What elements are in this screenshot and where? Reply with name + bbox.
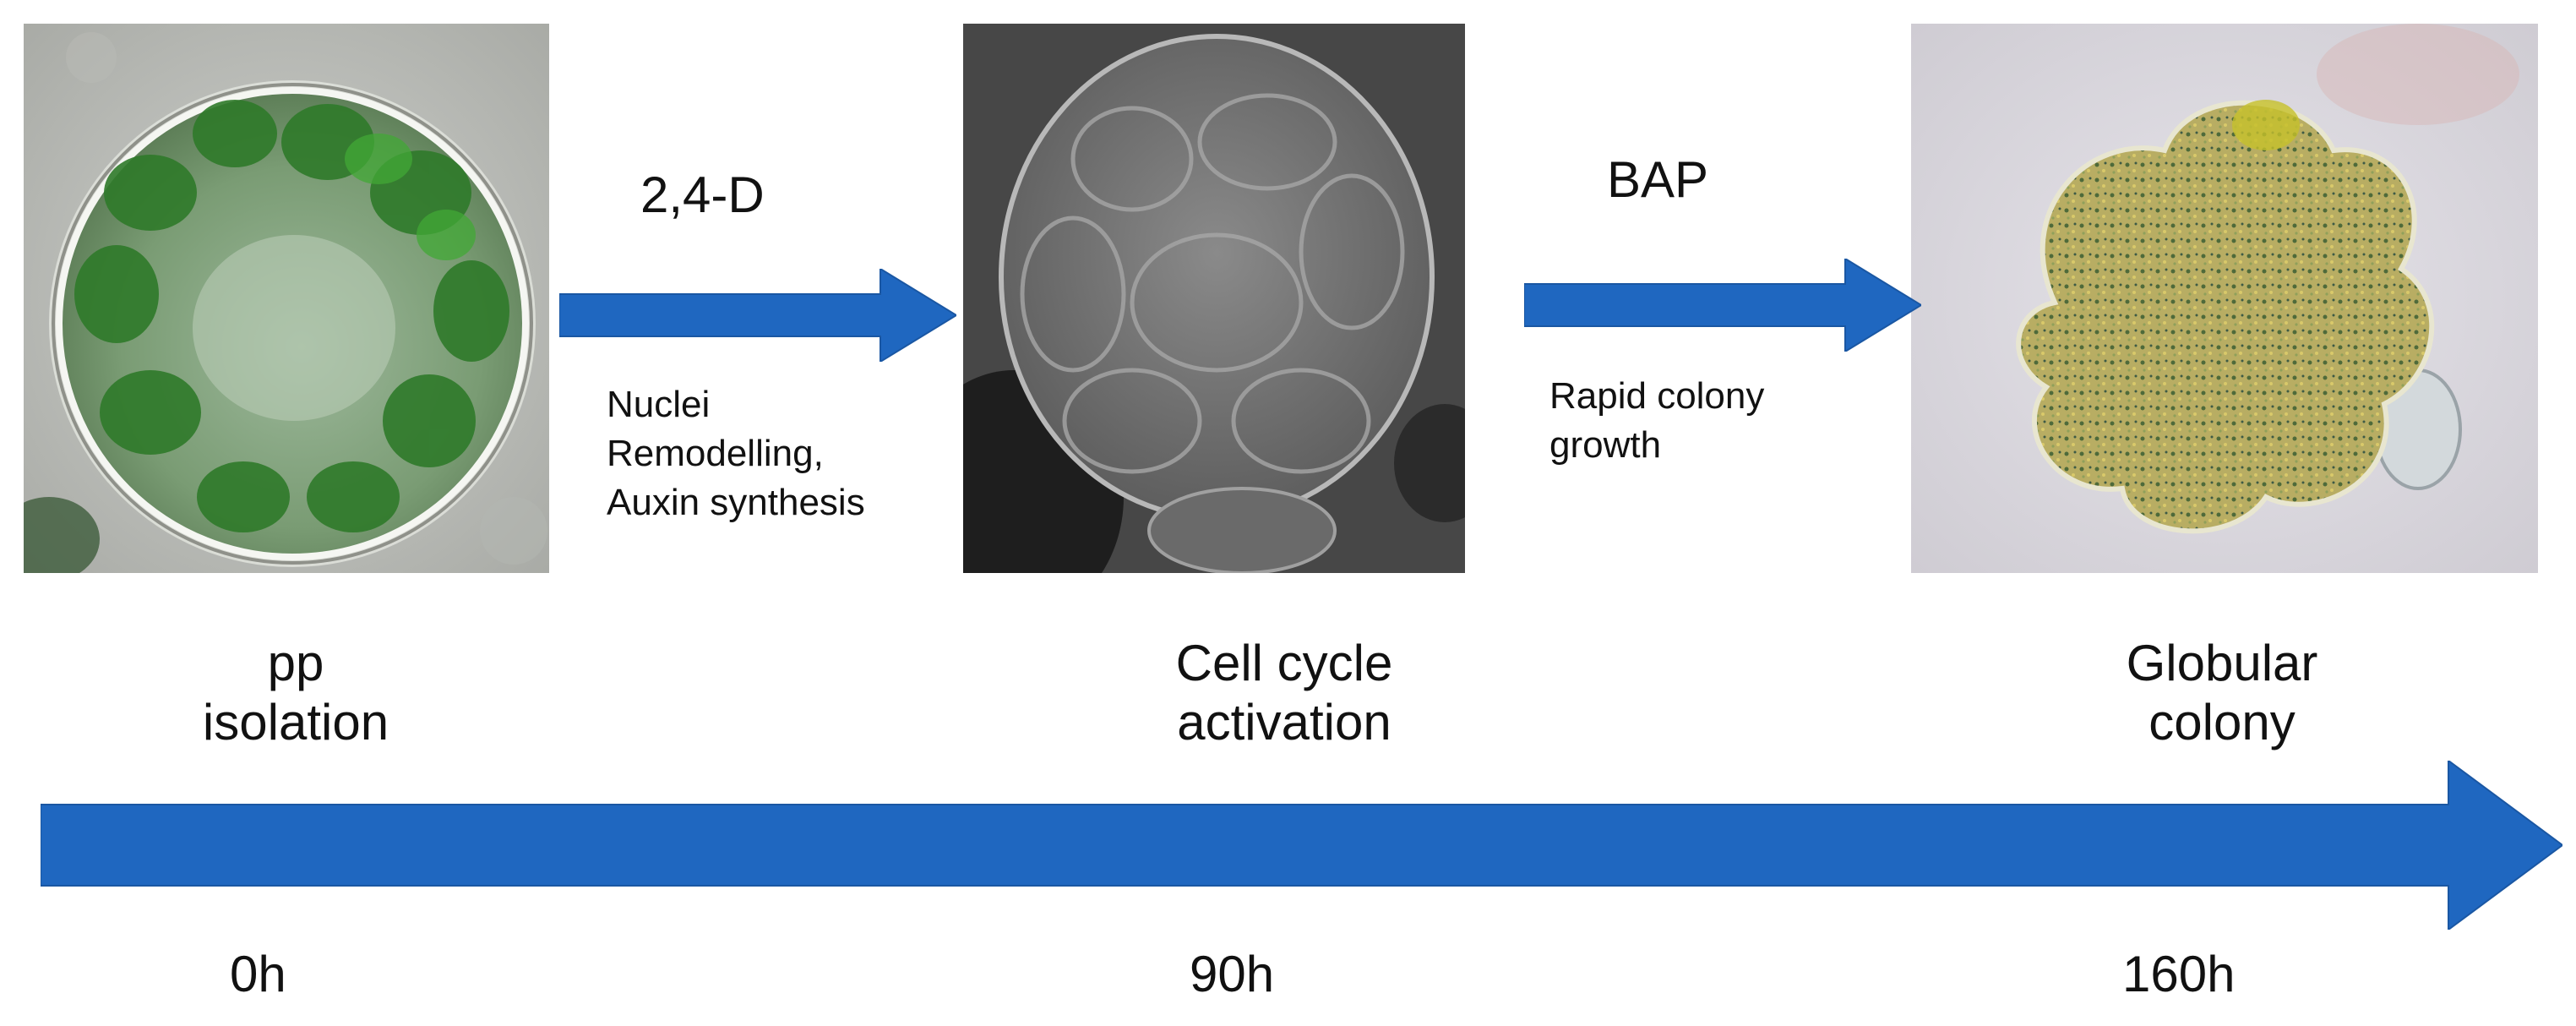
protoplast-micrograph-icon: [24, 24, 549, 573]
treatment-label-2: BAP: [1607, 151, 1709, 208]
dividing-cell-micrograph: [963, 24, 1465, 573]
stage-label-line: activation: [1177, 694, 1391, 750]
stage-label-pp-isolation: pp isolation: [152, 634, 439, 752]
stage-label-line: Cell cycle: [1175, 635, 1393, 691]
stage-label-globular-colony: Globular colony: [2070, 634, 2374, 752]
time-label-0h: 0h: [230, 946, 286, 1002]
time-label-90h: 90h: [1190, 946, 1275, 1002]
effect-line: growth: [1549, 424, 1662, 466]
treatment-label-1: 2,4-D: [640, 166, 765, 223]
transition-arrow-1: [559, 269, 956, 362]
time-label-160h: 160h: [2122, 946, 2236, 1002]
stage-label-line: pp: [267, 635, 324, 691]
effect-note-2: Rapid colony growth: [1549, 372, 1764, 470]
right-arrow-icon: [559, 269, 956, 362]
transition-arrow-2: [1524, 259, 1921, 352]
timeline-arrow: [41, 761, 2562, 930]
effect-note-1: Nuclei Remodelling, Auxin synthesis: [607, 380, 865, 527]
effect-line: Remodelling,: [607, 433, 824, 474]
dividing-cell-micrograph-icon: [963, 24, 1465, 573]
globular-colony-micrograph: [1911, 24, 2538, 573]
effect-line: Nuclei: [607, 384, 711, 425]
effect-line: Rapid colony: [1549, 375, 1765, 417]
effect-line: Auxin synthesis: [607, 482, 865, 523]
protoplast-micrograph: [24, 24, 549, 573]
globular-colony-micrograph-icon: [1911, 24, 2538, 573]
stage-label-line: colony: [2148, 694, 2296, 750]
timeline-arrow-icon: [41, 761, 2562, 930]
stage-label-line: Globular: [2126, 635, 2318, 691]
right-arrow-icon: [1524, 259, 1921, 352]
stage-label-line: isolation: [202, 694, 389, 750]
stage-label-cell-cycle: Cell cycle activation: [1124, 634, 1445, 752]
